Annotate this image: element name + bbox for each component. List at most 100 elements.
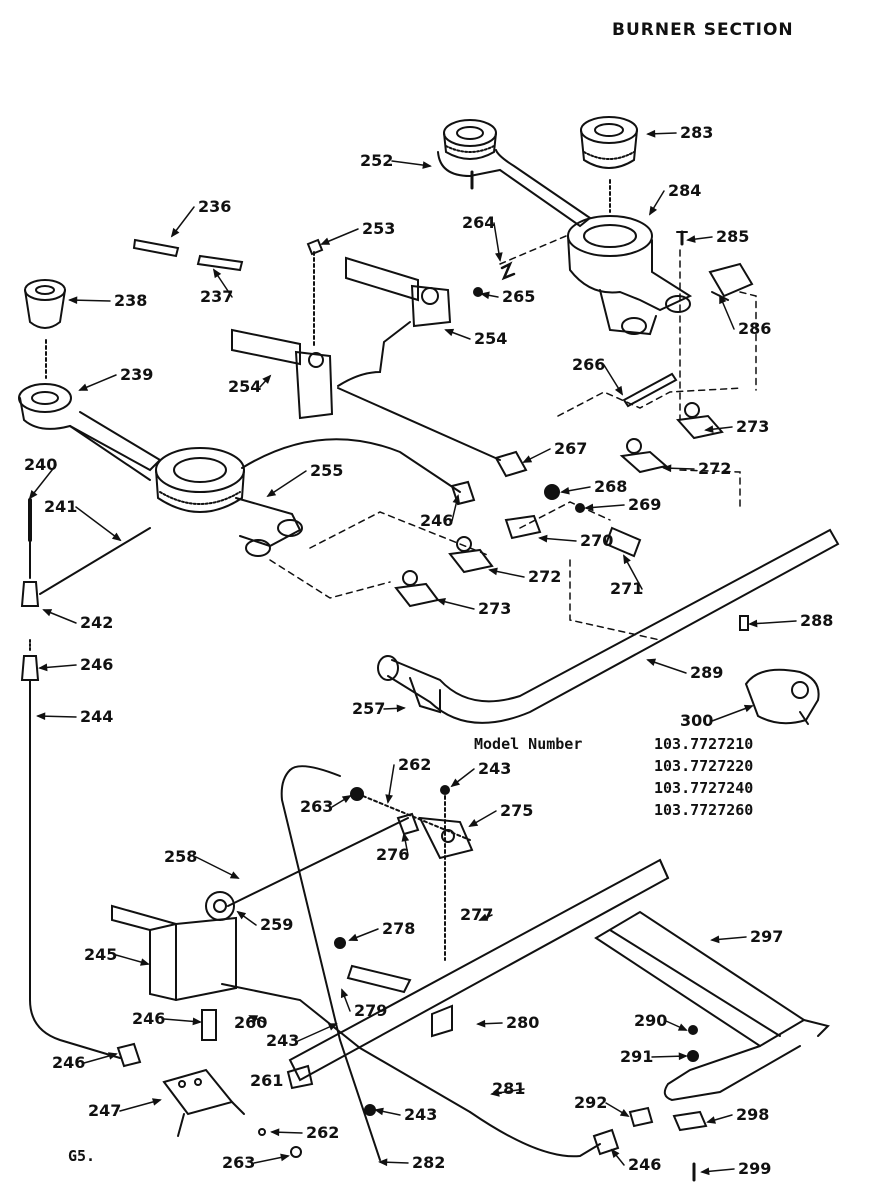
leader-arrow-275	[468, 819, 479, 827]
callout-288: 288	[800, 611, 833, 630]
leader-arrow-257	[396, 704, 406, 713]
leader-arrow-253	[320, 237, 331, 245]
model-number-1: 103.7727210	[654, 735, 754, 753]
callout-272: 272	[698, 459, 731, 478]
section-title: BURNER SECTION	[612, 20, 794, 40]
clip-288	[739, 615, 749, 631]
leader-arrow-273	[436, 598, 446, 606]
clip-270	[504, 514, 542, 540]
valve-block-254-right	[345, 256, 452, 328]
gas-tube-254	[337, 321, 411, 387]
leader-arrow-286	[719, 294, 727, 305]
leader-arrow-243	[327, 1023, 338, 1031]
callout-236: 236	[198, 197, 231, 216]
callout-240: 240	[24, 455, 57, 474]
leader-arrow-254	[262, 374, 272, 384]
callout-273: 273	[736, 417, 769, 436]
thermocouple-240	[20, 498, 40, 607]
connector-267	[494, 450, 528, 478]
leader-arrow-278	[348, 933, 359, 941]
callout-282: 282	[412, 1153, 445, 1172]
callout-285: 285	[716, 227, 749, 246]
leader-arrow-252	[422, 161, 432, 169]
callout-259: 259	[260, 915, 293, 934]
leader-arrow-236	[170, 227, 180, 238]
nut-268	[544, 484, 560, 500]
leader-arrow-247	[152, 1098, 162, 1106]
bracket-298	[672, 1110, 708, 1132]
leader-arrow-291	[678, 1052, 688, 1061]
callout-246: 246	[420, 511, 453, 530]
fitting-261	[286, 1064, 314, 1090]
leader-arrow-255	[266, 488, 277, 498]
leader-arrow-246	[192, 1017, 202, 1026]
screw-253	[306, 238, 324, 256]
fitting-246-left	[20, 655, 40, 681]
leader-arrow-290	[677, 1023, 688, 1031]
leader-arrow-264	[495, 252, 503, 262]
leader-arrow-263	[280, 1153, 290, 1162]
model-number-4: 103.7727260	[654, 801, 754, 819]
callout-273: 273	[478, 599, 511, 618]
orifice-271	[604, 526, 642, 558]
leader-arrow-276	[401, 832, 410, 842]
callout-263: 263	[222, 1153, 255, 1172]
leader-arrow-277	[478, 913, 489, 921]
model-number-2: 103.7727220	[654, 757, 754, 775]
callout-300: 300	[680, 711, 713, 730]
callout-276: 276	[376, 845, 409, 864]
leader-arrow-288	[748, 619, 758, 628]
callout-246: 246	[628, 1155, 661, 1174]
leader-arrow-262	[385, 794, 393, 804]
leader-arrow-297	[710, 935, 720, 944]
orifice-292	[628, 1106, 654, 1128]
callout-297: 297	[750, 927, 783, 946]
callout-254: 254	[474, 329, 507, 348]
callout-245: 245	[84, 945, 117, 964]
broil-burner-297	[594, 910, 830, 1102]
model-number-3: 103.7727240	[654, 779, 754, 797]
leader-arrow-259	[236, 910, 247, 920]
callout-266: 266	[572, 355, 605, 374]
callout-283: 283	[680, 123, 713, 142]
leader-arrow-285	[686, 235, 696, 243]
callout-268: 268	[594, 477, 627, 496]
fitting-276	[396, 812, 420, 836]
valve-273-upper	[676, 402, 724, 440]
leader-line-241	[75, 506, 121, 541]
callout-278: 278	[382, 919, 415, 938]
bracket-266	[622, 372, 678, 408]
callout-291: 291	[620, 1047, 653, 1066]
leader-arrow-263	[341, 794, 352, 804]
callout-243: 243	[478, 759, 511, 778]
callout-247: 247	[88, 1101, 121, 1120]
page-identifier: G5.	[68, 1147, 96, 1165]
leader-arrow-270	[538, 534, 548, 543]
manifold-pipe-289	[377, 528, 840, 724]
callout-286: 286	[738, 319, 771, 338]
callout-241: 241	[44, 497, 77, 516]
callout-246: 246	[80, 655, 113, 674]
callout-244: 244	[80, 707, 113, 726]
callout-290: 290	[634, 1011, 667, 1030]
leader-arrow-242	[42, 609, 53, 617]
callout-243: 243	[404, 1105, 437, 1124]
leader-arrow-260	[248, 1015, 259, 1023]
callout-280: 280	[506, 1013, 539, 1032]
leader-arrow-244	[36, 712, 46, 721]
leader-arrow-237	[212, 268, 222, 279]
burner-head-284	[567, 215, 693, 336]
leader-arrow-282	[378, 1158, 388, 1167]
leader-arrow-267	[522, 455, 533, 463]
leader-arrow-289	[646, 658, 657, 666]
leader-arrow-238	[68, 296, 78, 305]
regulator-300	[744, 668, 820, 725]
leader-arrow-245	[140, 958, 150, 966]
callout-277: 277	[460, 905, 493, 924]
housing-245	[111, 904, 237, 1002]
nut-263-upper	[350, 787, 364, 801]
leader-arrow-272	[662, 464, 672, 473]
valve-272-upper	[619, 438, 669, 474]
leader-arrow-254	[444, 328, 455, 337]
bracket-286	[708, 262, 754, 301]
